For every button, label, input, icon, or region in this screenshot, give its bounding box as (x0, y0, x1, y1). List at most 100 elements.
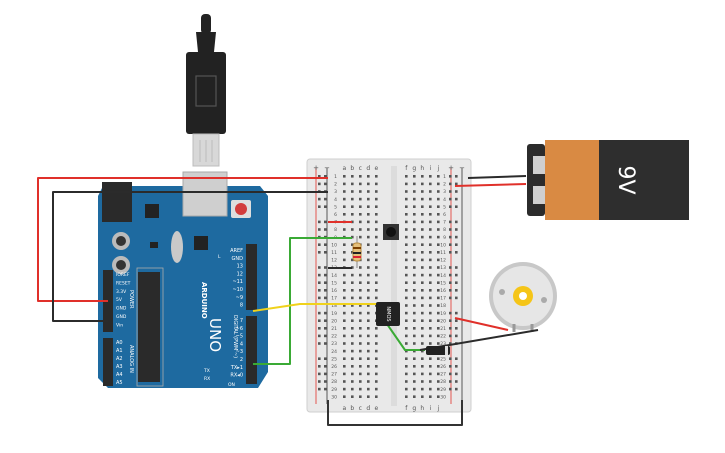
breadboard-hole[interactable] (367, 365, 370, 368)
breadboard-hole[interactable] (359, 266, 362, 269)
breadboard-hole[interactable] (343, 311, 346, 315)
breadboard-hole[interactable] (421, 372, 424, 376)
breadboard-hole[interactable] (405, 327, 408, 330)
breadboard-hole[interactable] (367, 304, 370, 307)
breadboard-hole[interactable] (343, 395, 346, 398)
breadboard-hole[interactable] (318, 372, 321, 376)
breadboard-hole[interactable] (405, 228, 408, 231)
breadboard-hole[interactable] (367, 281, 370, 284)
breadboard-hole[interactable] (429, 387, 432, 391)
battery-9v[interactable]: 9V (527, 140, 689, 220)
breadboard-hole[interactable] (351, 205, 354, 208)
breadboard-hole[interactable] (359, 228, 362, 231)
breadboard-hole[interactable] (421, 380, 424, 383)
breadboard-hole[interactable] (449, 319, 452, 322)
breadboard-hole[interactable] (343, 243, 346, 246)
breadboard-hole[interactable] (359, 281, 362, 284)
breadboard-hole[interactable] (318, 281, 321, 284)
breadboard-hole[interactable] (359, 175, 362, 178)
breadboard-hole[interactable] (421, 281, 424, 284)
breadboard-hole[interactable] (429, 296, 432, 300)
breadboard-hole[interactable] (421, 327, 424, 330)
breadboard-hole[interactable] (405, 235, 408, 239)
breadboard-hole[interactable] (449, 220, 452, 224)
breadboard-hole[interactable] (429, 213, 432, 216)
breadboard-hole[interactable] (343, 190, 346, 193)
breadboard-hole[interactable] (343, 175, 346, 178)
breadboard-hole[interactable] (324, 182, 327, 186)
breadboard-hole[interactable] (375, 372, 378, 376)
breadboard-hole[interactable] (405, 266, 408, 269)
breadboard-hole[interactable] (375, 205, 378, 208)
breadboard-hole[interactable] (359, 349, 362, 353)
breadboard-hole[interactable] (343, 273, 346, 277)
breadboard-hole[interactable] (455, 182, 458, 186)
breadboard-hole[interactable] (359, 289, 362, 292)
breadboard-hole[interactable] (429, 281, 432, 284)
breadboard-hole[interactable] (375, 197, 378, 201)
breadboard-hole[interactable] (455, 205, 458, 208)
breadboard-hole[interactable] (359, 327, 362, 330)
breadboard-hole[interactable] (405, 243, 408, 246)
breadboard-hole[interactable] (421, 349, 424, 353)
breadboard-hole[interactable] (367, 311, 370, 315)
breadboard-hole[interactable] (351, 235, 354, 239)
breadboard-hole[interactable] (351, 365, 354, 368)
breadboard-hole[interactable] (429, 273, 432, 277)
breadboard-hole[interactable] (413, 235, 416, 239)
breadboard-hole[interactable] (429, 342, 432, 345)
breadboard-hole[interactable] (449, 243, 452, 246)
breadboard-hole[interactable] (343, 289, 346, 292)
breadboard-hole[interactable] (413, 327, 416, 330)
breadboard-hole[interactable] (351, 395, 354, 398)
breadboard-hole[interactable] (343, 281, 346, 284)
breadboard-hole[interactable] (437, 243, 440, 246)
breadboard-hole[interactable] (429, 327, 432, 330)
breadboard-hole[interactable] (405, 342, 408, 345)
breadboard-hole[interactable] (405, 175, 408, 178)
breadboard-hole[interactable] (429, 228, 432, 231)
breadboard-hole[interactable] (367, 220, 370, 224)
breadboard-hole[interactable] (359, 395, 362, 398)
breadboard-hole[interactable] (437, 387, 440, 391)
breadboard-hole[interactable] (343, 319, 346, 322)
breadboard-hole[interactable] (455, 190, 458, 193)
breadboard-hole[interactable] (324, 372, 327, 376)
breadboard-hole[interactable] (343, 182, 346, 186)
breadboard-hole[interactable] (455, 365, 458, 368)
breadboard-hole[interactable] (351, 372, 354, 376)
breadboard-hole[interactable] (343, 380, 346, 383)
breadboard-hole[interactable] (405, 251, 408, 254)
breadboard-hole[interactable] (421, 235, 424, 239)
breadboard-hole[interactable] (455, 220, 458, 224)
breadboard-hole[interactable] (421, 296, 424, 300)
breadboard-hole[interactable] (455, 266, 458, 269)
breadboard-hole[interactable] (455, 243, 458, 246)
breadboard-hole[interactable] (343, 296, 346, 300)
breadboard-hole[interactable] (413, 296, 416, 300)
breadboard-hole[interactable] (359, 220, 362, 224)
breadboard-hole[interactable] (437, 334, 440, 338)
breadboard-hole[interactable] (455, 380, 458, 383)
breadboard-hole[interactable] (351, 251, 354, 254)
breadboard-hole[interactable] (343, 365, 346, 368)
breadboard-hole[interactable] (324, 281, 327, 284)
breadboard-hole[interactable] (437, 395, 440, 398)
breadboard-hole[interactable] (421, 319, 424, 322)
breadboard-hole[interactable] (367, 327, 370, 330)
breadboard-hole[interactable] (437, 319, 440, 322)
breadboard-hole[interactable] (413, 281, 416, 284)
breadboard-hole[interactable] (449, 380, 452, 383)
breadboard-hole[interactable] (437, 327, 440, 330)
breadboard-hole[interactable] (375, 273, 378, 277)
breadboard-hole[interactable] (375, 296, 378, 300)
breadboard-hole[interactable] (351, 387, 354, 391)
breadboard-hole[interactable] (405, 281, 408, 284)
breadboard-hole[interactable] (375, 213, 378, 216)
breadboard-hole[interactable] (375, 349, 378, 353)
breadboard-hole[interactable] (351, 349, 354, 353)
breadboard-hole[interactable] (318, 380, 321, 383)
breadboard-hole[interactable] (375, 243, 378, 246)
usb-cable-icon[interactable] (186, 14, 226, 167)
breadboard-hole[interactable] (343, 334, 346, 338)
